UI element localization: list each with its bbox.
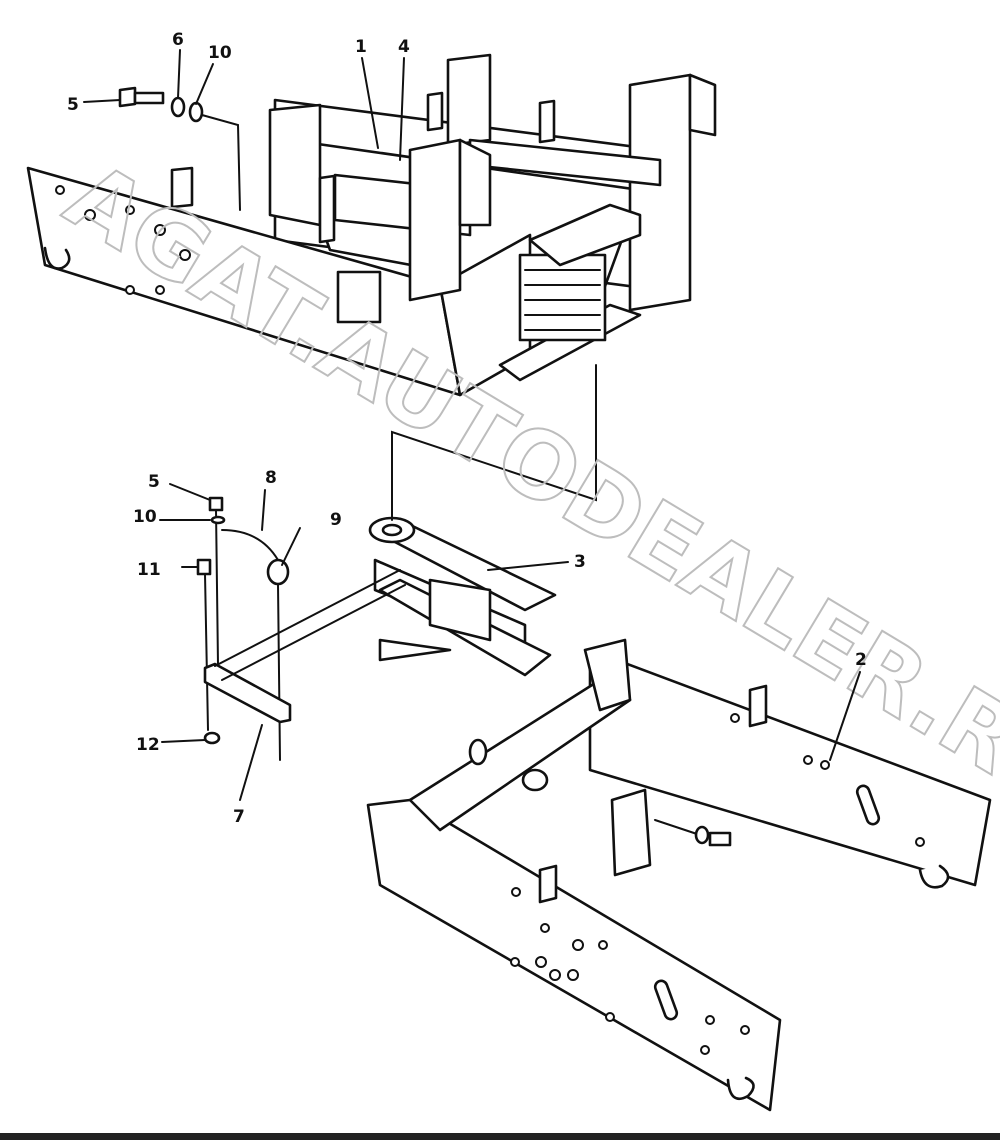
pivot-bracket-assembly-3 <box>368 364 597 677</box>
rear-right-column-side <box>688 73 717 137</box>
callout-11: 11 <box>137 560 161 580</box>
front-left-column <box>408 138 462 302</box>
lower-frame-assembly <box>366 638 992 1112</box>
rear-right-column <box>628 73 692 312</box>
callout-3: 3 <box>574 552 586 572</box>
bolt <box>708 831 732 847</box>
bolt-5-shank <box>133 91 165 105</box>
callout-7: 7 <box>233 807 245 827</box>
front-left-column-side <box>458 138 492 227</box>
lug <box>170 166 194 209</box>
bolt-5-head <box>118 86 137 108</box>
pivot-box <box>428 578 492 642</box>
pipe-bore <box>521 768 549 792</box>
callout-5: 5 <box>148 472 160 492</box>
bottom-border <box>0 1133 1000 1140</box>
right-bracket <box>528 203 642 267</box>
nut-12 <box>203 731 221 745</box>
cross-member-end <box>583 638 632 712</box>
callout-8: 8 <box>265 468 277 488</box>
upper-frame-assembly <box>26 53 717 397</box>
pivot-bore <box>381 523 403 537</box>
pipe-stub <box>468 738 488 766</box>
callout-6: 6 <box>172 30 184 50</box>
lower-frame-right-side-plate <box>588 648 992 887</box>
washer-10 <box>188 101 204 123</box>
linkage-assembly <box>159 483 406 801</box>
lug <box>748 684 768 728</box>
lower-frame-front-panel <box>366 798 782 1112</box>
bolt-5-lower <box>208 496 224 512</box>
callout-5: 5 <box>67 95 79 115</box>
upper-fastener-set <box>83 49 241 211</box>
frame-slot-hatching <box>518 253 607 342</box>
washer <box>694 825 710 845</box>
rear-middle-column <box>446 53 492 147</box>
left-inner-column <box>268 103 322 227</box>
washer-10-lower <box>210 515 226 525</box>
link-plate-7 <box>203 662 292 724</box>
side-plate-window <box>336 270 382 324</box>
slot <box>855 784 881 826</box>
lug <box>538 864 558 904</box>
mounting-pad <box>610 788 652 877</box>
slot <box>653 979 679 1021</box>
washer-6 <box>170 96 186 118</box>
callout-10: 10 <box>208 43 232 63</box>
hook-end <box>726 1076 755 1101</box>
slot-block <box>518 253 607 342</box>
lug <box>318 174 336 244</box>
cable-8 <box>221 529 279 561</box>
lug <box>538 99 556 144</box>
lug <box>426 91 444 132</box>
bolt-11 <box>196 558 212 576</box>
callout-2: 2 <box>855 650 867 670</box>
callouts: 1 4 6 10 5 5 8 10 9 11 3 12 7 2 <box>67 30 867 827</box>
callout-12: 12 <box>136 735 160 755</box>
callout-4: 4 <box>398 37 410 57</box>
pin-9-ring <box>266 558 290 586</box>
pivot-foot <box>378 638 452 662</box>
callout-10: 10 <box>133 507 157 527</box>
callout-9: 9 <box>330 510 342 530</box>
hook-end <box>918 864 950 889</box>
hook-end <box>43 246 71 270</box>
callout-1: 1 <box>355 37 367 57</box>
